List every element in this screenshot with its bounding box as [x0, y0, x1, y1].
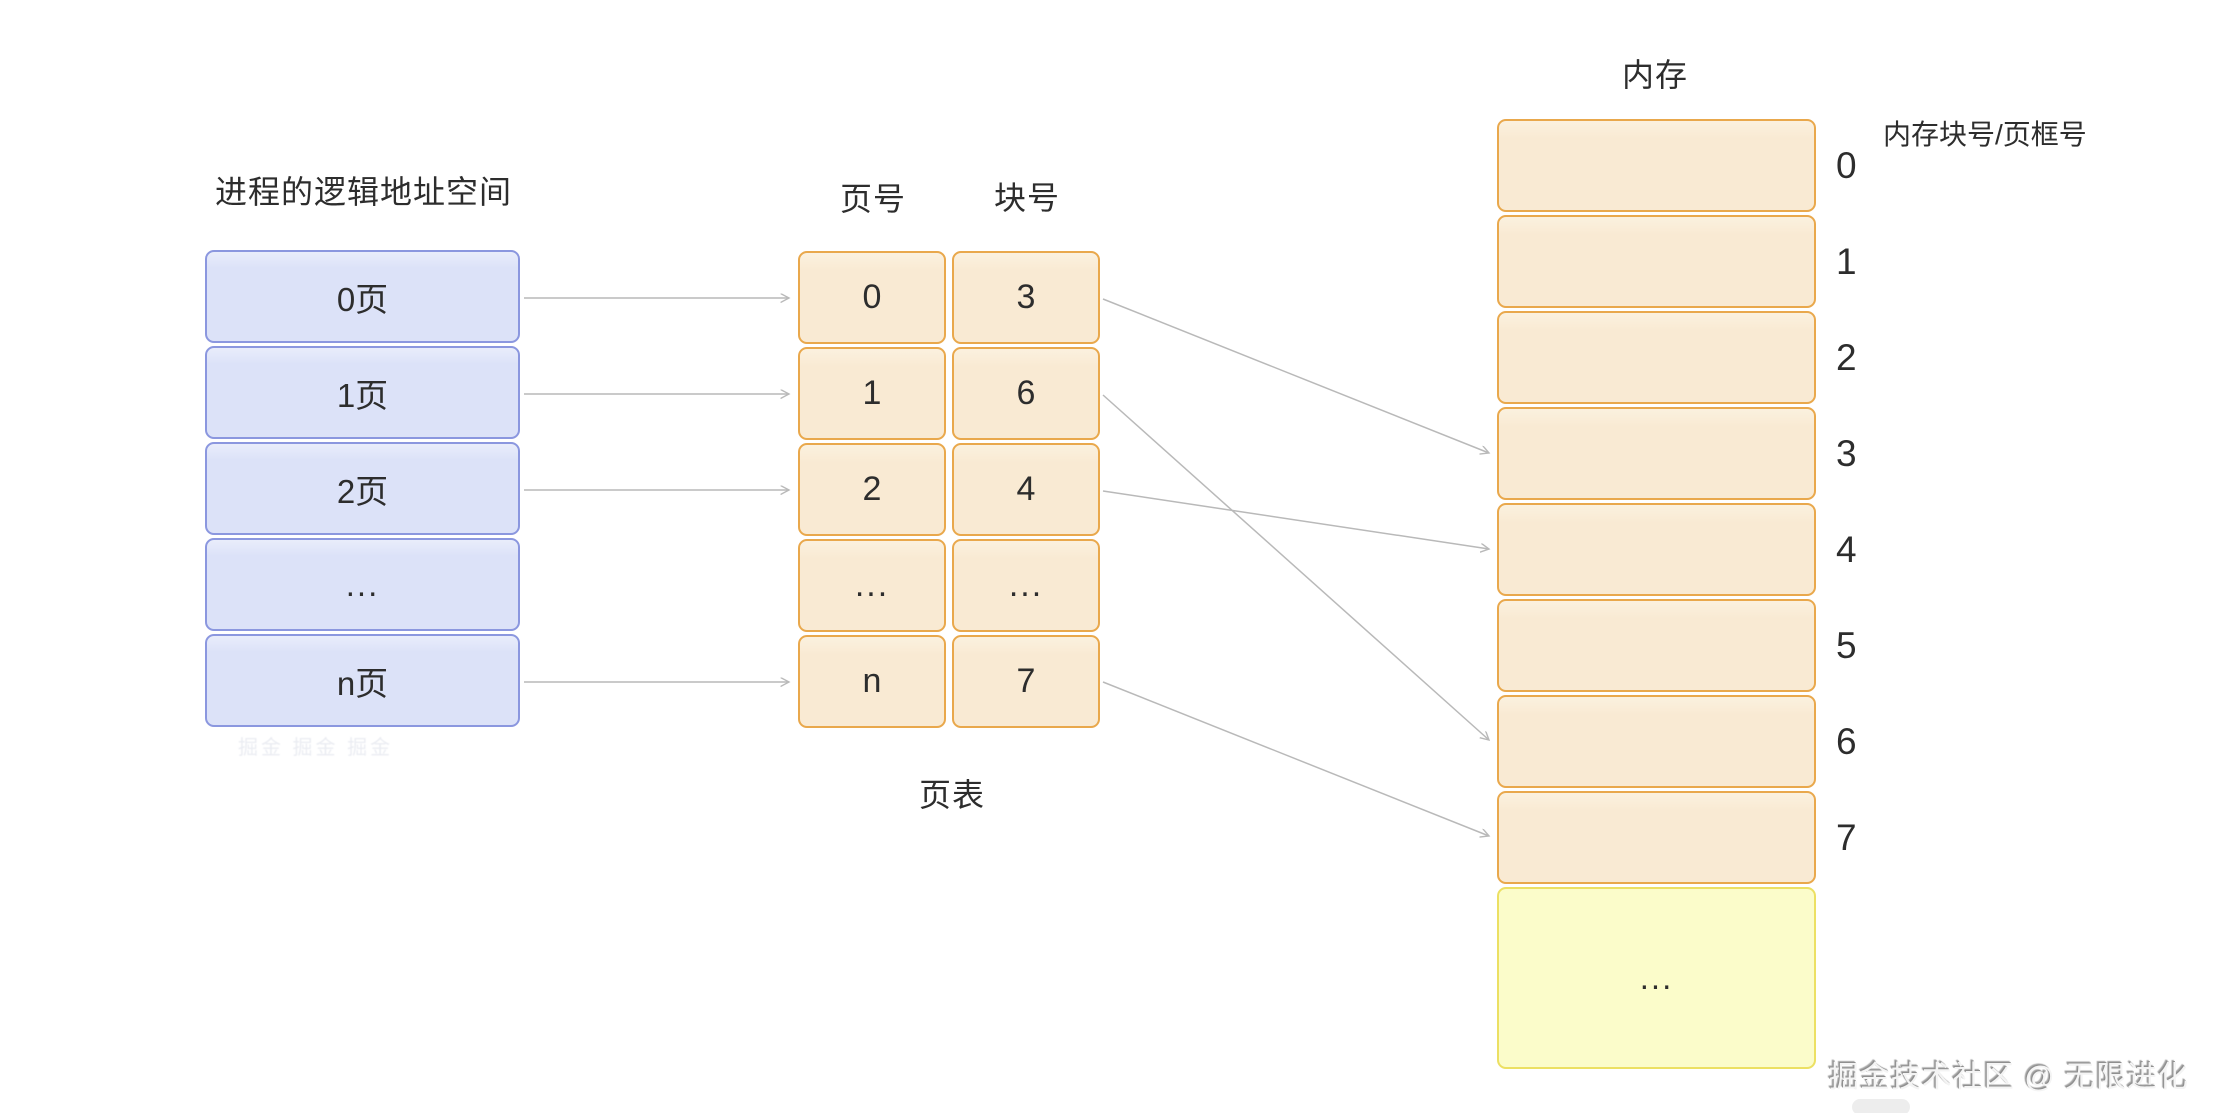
page-table-label: 页表: [919, 777, 986, 813]
logical-space-title: 进程的逻辑地址空间: [215, 174, 513, 210]
arrow-block7-to-frame7: [1102, 681, 1489, 836]
page-table-cell-block: 3: [952, 251, 1100, 344]
page-table-cell-block: 7: [952, 635, 1100, 728]
page-table-cell-block: 6: [952, 347, 1100, 440]
memory-frame-box: [1497, 503, 1816, 596]
memory-column: ...: [1497, 119, 1816, 1069]
memory-frame-box: [1497, 119, 1816, 212]
faint-watermark: 掘金 掘金 掘金: [238, 737, 394, 759]
page-table: 0 3 1 6 2 4 ... ... n 7: [798, 251, 1100, 728]
arrow-block6-to-frame6: [1102, 394, 1489, 740]
page-table-header-blockno: 块号: [994, 180, 1061, 216]
logical-page-box: n页: [205, 634, 520, 727]
logical-page-box-ellipsis: ...: [205, 538, 520, 631]
arrow-block3-to-frame3: [1102, 298, 1489, 453]
page-table-cell-page: 0: [798, 251, 946, 344]
logical-page-box: 2页: [205, 442, 520, 535]
page-table-cell-page-ellipsis: ...: [798, 539, 946, 632]
page-table-cell-page: 2: [798, 443, 946, 536]
logical-space-column: 0页 1页 2页 ... n页: [205, 250, 520, 727]
memory-frame-box: [1497, 311, 1816, 404]
watermark: 掘金技术社区 @ 无限进化: [1828, 1061, 2189, 1094]
frame-number: 1: [1836, 240, 1857, 282]
frame-number-column: 0 1 2 3 4 5 6 7: [1822, 119, 1892, 884]
logical-page-box: 1页: [205, 346, 520, 439]
memory-title: 内存: [1622, 57, 1689, 93]
arrow-block4-to-frame4: [1102, 490, 1489, 549]
page-table-cell-block: 4: [952, 443, 1100, 536]
watermark-fragment: [1852, 1099, 1910, 1113]
frame-number: 2: [1836, 336, 1857, 378]
frame-number: 4: [1836, 528, 1857, 570]
page-table-cell-page: n: [798, 635, 946, 728]
page-table-cell-block-ellipsis: ...: [952, 539, 1100, 632]
memory-frame-index-label: 内存块号/页框号: [1883, 119, 2087, 150]
memory-frame-box: [1497, 599, 1816, 692]
frame-number: 5: [1836, 624, 1857, 666]
memory-frame-box: [1497, 215, 1816, 308]
memory-ellipsis-box: ...: [1497, 887, 1816, 1069]
memory-frame-box: [1497, 791, 1816, 884]
frame-number: 6: [1836, 720, 1857, 762]
page-table-cell-page: 1: [798, 347, 946, 440]
frame-number: 7: [1836, 816, 1857, 858]
page-table-header-pageno: 页号: [840, 181, 907, 217]
frame-number: 3: [1836, 432, 1857, 474]
frame-number: 0: [1836, 144, 1857, 186]
memory-frame-box: [1497, 695, 1816, 788]
memory-frame-box: [1497, 407, 1816, 500]
logical-page-box: 0页: [205, 250, 520, 343]
